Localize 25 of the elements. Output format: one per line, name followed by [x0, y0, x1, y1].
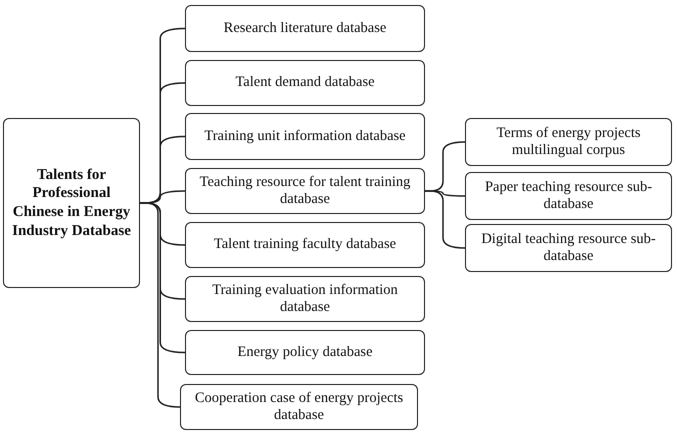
database-box: [465, 172, 672, 220]
database-box: [185, 5, 425, 52]
box-label: Talent demand database: [235, 74, 375, 92]
database-box: [185, 330, 425, 375]
box-label: Digital teaching resource sub-database: [480, 230, 657, 266]
box-label: Terms of energy projects multilingual corpus: [495, 124, 642, 160]
database-box: [185, 168, 425, 214]
database-box: [185, 276, 425, 322]
database-box: [465, 224, 672, 272]
box-label: Talents for Professional Chinese in Energy Industry Database: [11, 166, 132, 240]
database-box: [465, 118, 672, 166]
box-label: Training unit information database: [204, 128, 406, 146]
box-label: Paper teaching resource sub-database: [484, 178, 654, 214]
box-label: Training evaluation information database: [211, 282, 399, 316]
box-label: Talent training faculty database: [214, 236, 396, 254]
box-label: Teaching resource for talent training database: [198, 174, 412, 208]
brace-connector: [425, 190, 466, 249]
database-box: [180, 384, 418, 430]
box-label: Energy policy database: [237, 344, 373, 362]
database-box: [185, 222, 425, 268]
box-label: Research literature database: [224, 20, 386, 38]
database-box: [185, 60, 425, 106]
box-label: Cooperation case of energy projects database: [194, 390, 404, 424]
root-box: [3, 118, 140, 288]
database-box: [185, 113, 425, 160]
